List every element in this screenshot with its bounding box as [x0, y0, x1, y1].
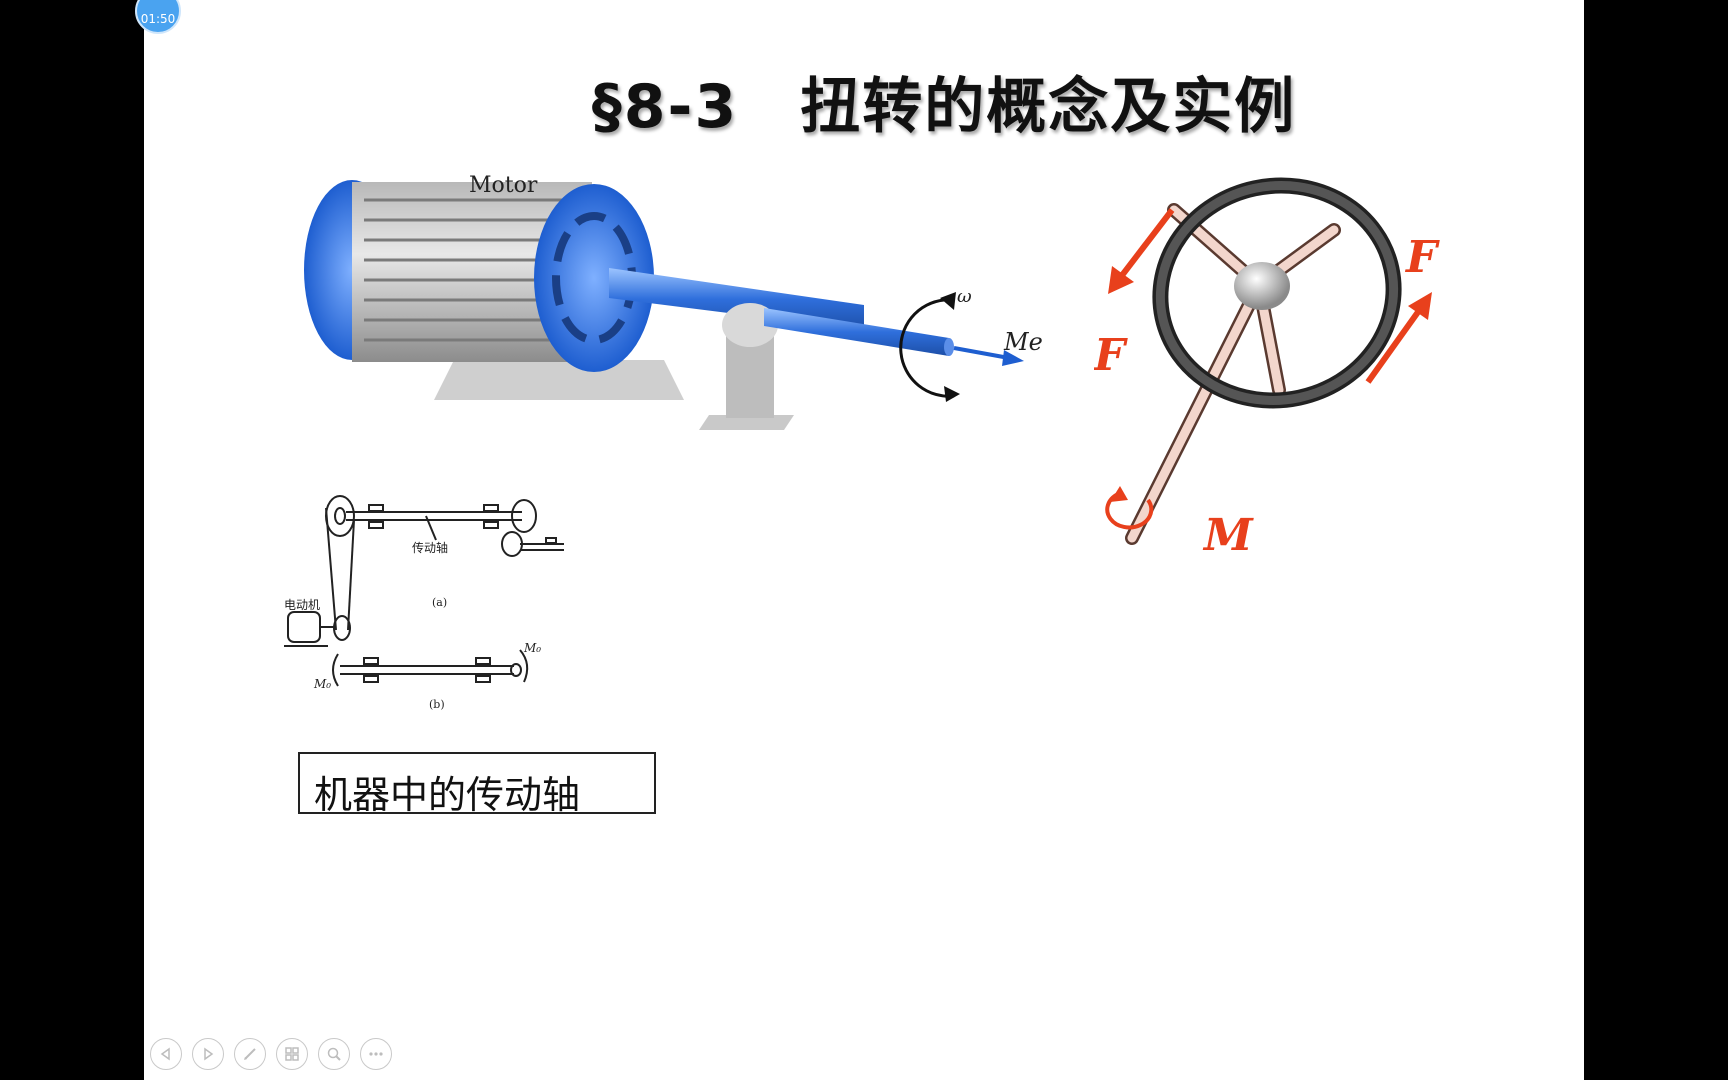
- more-button[interactable]: [360, 1038, 392, 1070]
- zoom-icon: [327, 1047, 341, 1061]
- moment-right-label: M₀: [523, 641, 541, 655]
- zoom-button[interactable]: [318, 1038, 350, 1070]
- force-right-label: F: [1404, 232, 1440, 283]
- slide: §8-3 扭转的概念及实例: [144, 0, 1584, 1080]
- pen-icon: [244, 1048, 256, 1060]
- next-icon: [204, 1047, 214, 1061]
- motor-figure: Motor ω Me: [304, 173, 1043, 430]
- slideshow-toolbar: [150, 1038, 392, 1070]
- shaft-diagram: 传动轴 电动机 (a) (b) M₀ M₀: [284, 495, 564, 711]
- motor-label: Motor: [469, 173, 538, 198]
- omega-label: ω: [957, 286, 972, 307]
- pen-button[interactable]: [234, 1038, 266, 1070]
- next-button[interactable]: [192, 1038, 224, 1070]
- force-left-label: F: [1094, 330, 1128, 381]
- wheel-figure: F F M: [1094, 177, 1440, 560]
- moment-label-m: M: [1202, 510, 1254, 560]
- moment-label-me: Me: [1003, 328, 1043, 356]
- slides-icon: [285, 1047, 299, 1061]
- shaft-label: 传动轴: [412, 540, 448, 555]
- timer-value: 01:50: [140, 12, 176, 26]
- slides-button[interactable]: [276, 1038, 308, 1070]
- slide-title: §8-3 扭转的概念及实例: [591, 72, 1297, 142]
- prev-icon: [160, 1047, 170, 1061]
- prev-button[interactable]: [150, 1038, 182, 1070]
- figure-label-a: (a): [432, 596, 447, 609]
- electric-motor-label: 电动机: [284, 598, 320, 612]
- caption-box: 机器中的传动轴: [298, 752, 656, 817]
- more-icon: [369, 1052, 383, 1056]
- timer-badge[interactable]: 01:50: [135, 0, 181, 34]
- moment-left-label: M₀: [313, 677, 331, 691]
- figure-label-b: (b): [429, 698, 445, 711]
- caption-text: 机器中的传动轴: [314, 773, 581, 817]
